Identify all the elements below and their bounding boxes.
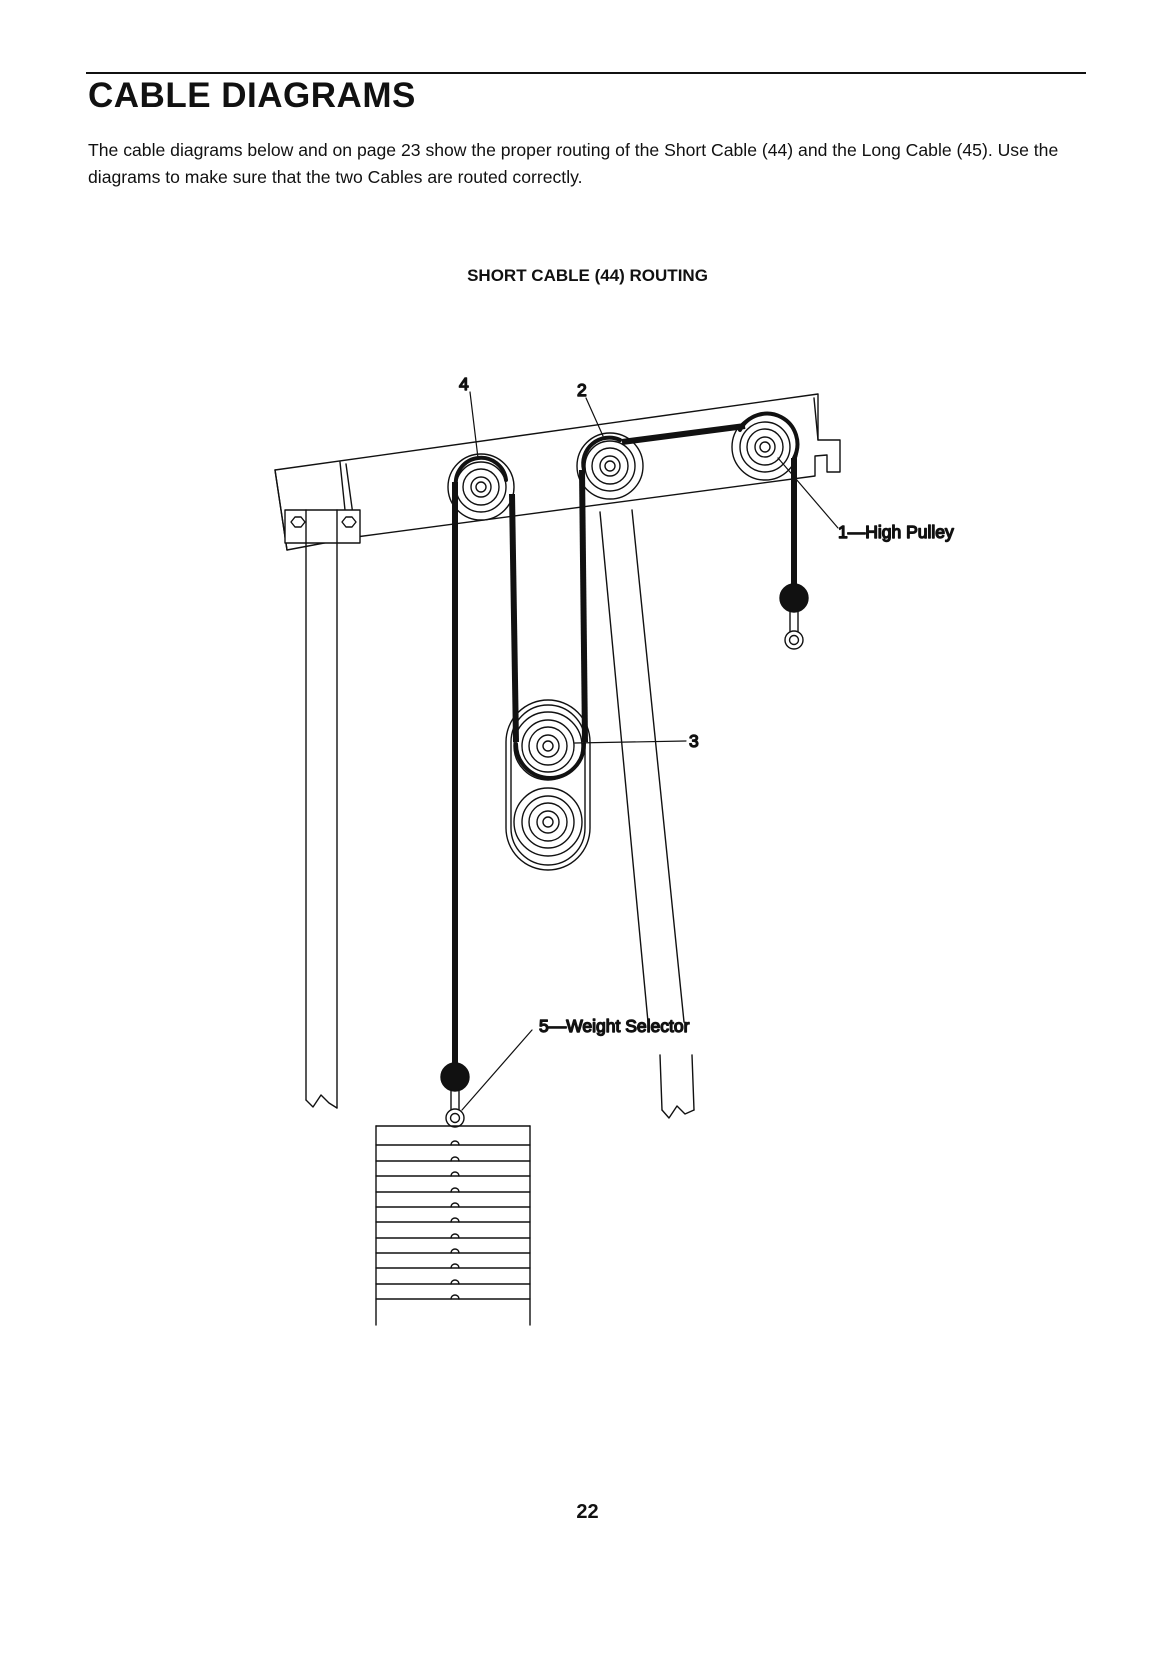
- callout-4: 4: [459, 374, 469, 394]
- callout-2: 2: [577, 380, 587, 400]
- high-pulley-ball-stop: [780, 584, 808, 649]
- callout-1-high-pulley: 1—High Pulley: [838, 522, 954, 542]
- pulley-3-lower: [514, 788, 582, 856]
- callout-5-weight-selector: 5—Weight Selector: [539, 1016, 690, 1036]
- upright-post: [306, 512, 337, 1108]
- page-number: 22: [0, 1501, 1175, 1524]
- frame-bracket: [285, 510, 360, 543]
- weight-stack: [376, 1126, 530, 1325]
- weight-stack-ball-stop: [441, 1063, 469, 1127]
- callout-3: 3: [689, 731, 699, 751]
